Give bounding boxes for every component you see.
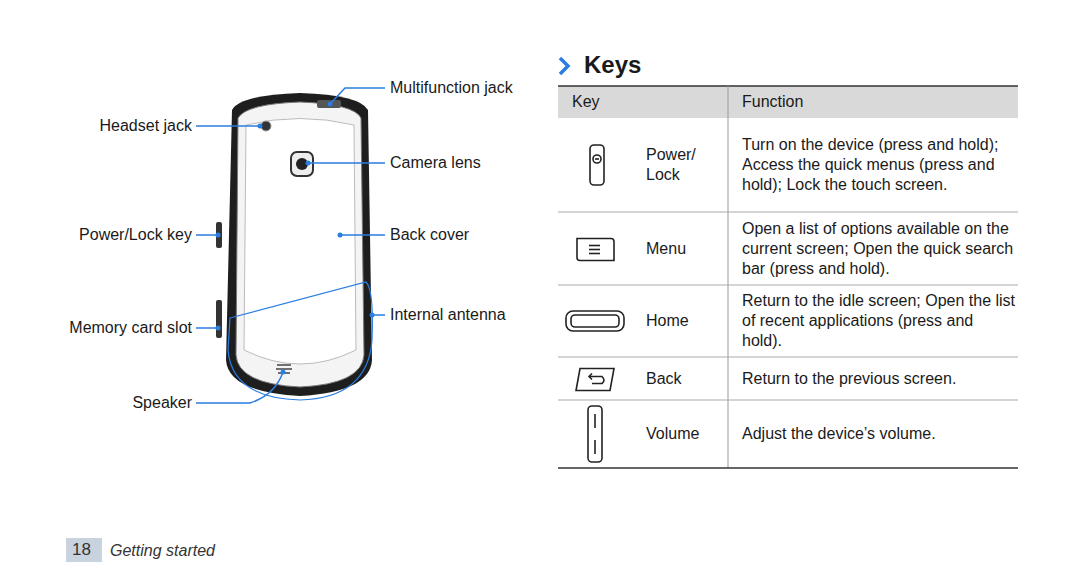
table-header: Function (742, 92, 803, 112)
key-name: Menu (646, 239, 708, 259)
section-footer: Getting started (110, 541, 215, 561)
callout-label: Memory card slot (69, 318, 192, 338)
table-header: Key (572, 92, 600, 112)
key-function: Return to the previous screen. (742, 369, 1016, 389)
callout-label: Speaker (132, 393, 192, 413)
key-function: Turn on the device (press and hold); Acc… (742, 135, 1016, 195)
key-name: Back (646, 369, 708, 389)
page-number: 18 (72, 540, 91, 560)
callout-label: Internal antenna (390, 305, 506, 325)
callout-label: Headset jack (100, 116, 193, 136)
callout-label: Back cover (390, 225, 469, 245)
key-name: Volume (646, 424, 708, 444)
key-function: Open a list of options available on the … (742, 219, 1016, 279)
section-title: Keys (584, 50, 641, 80)
key-function: Adjust the device’s volume. (742, 424, 1016, 444)
callout-label: Power/Lock key (79, 225, 192, 245)
callout-label: Multifunction jack (390, 78, 513, 98)
key-name: Home (646, 311, 708, 331)
callout-label: Camera lens (390, 153, 481, 173)
key-function: Return to the idle screen; Open the list… (742, 291, 1016, 351)
key-name: Power/ Lock (646, 145, 708, 185)
